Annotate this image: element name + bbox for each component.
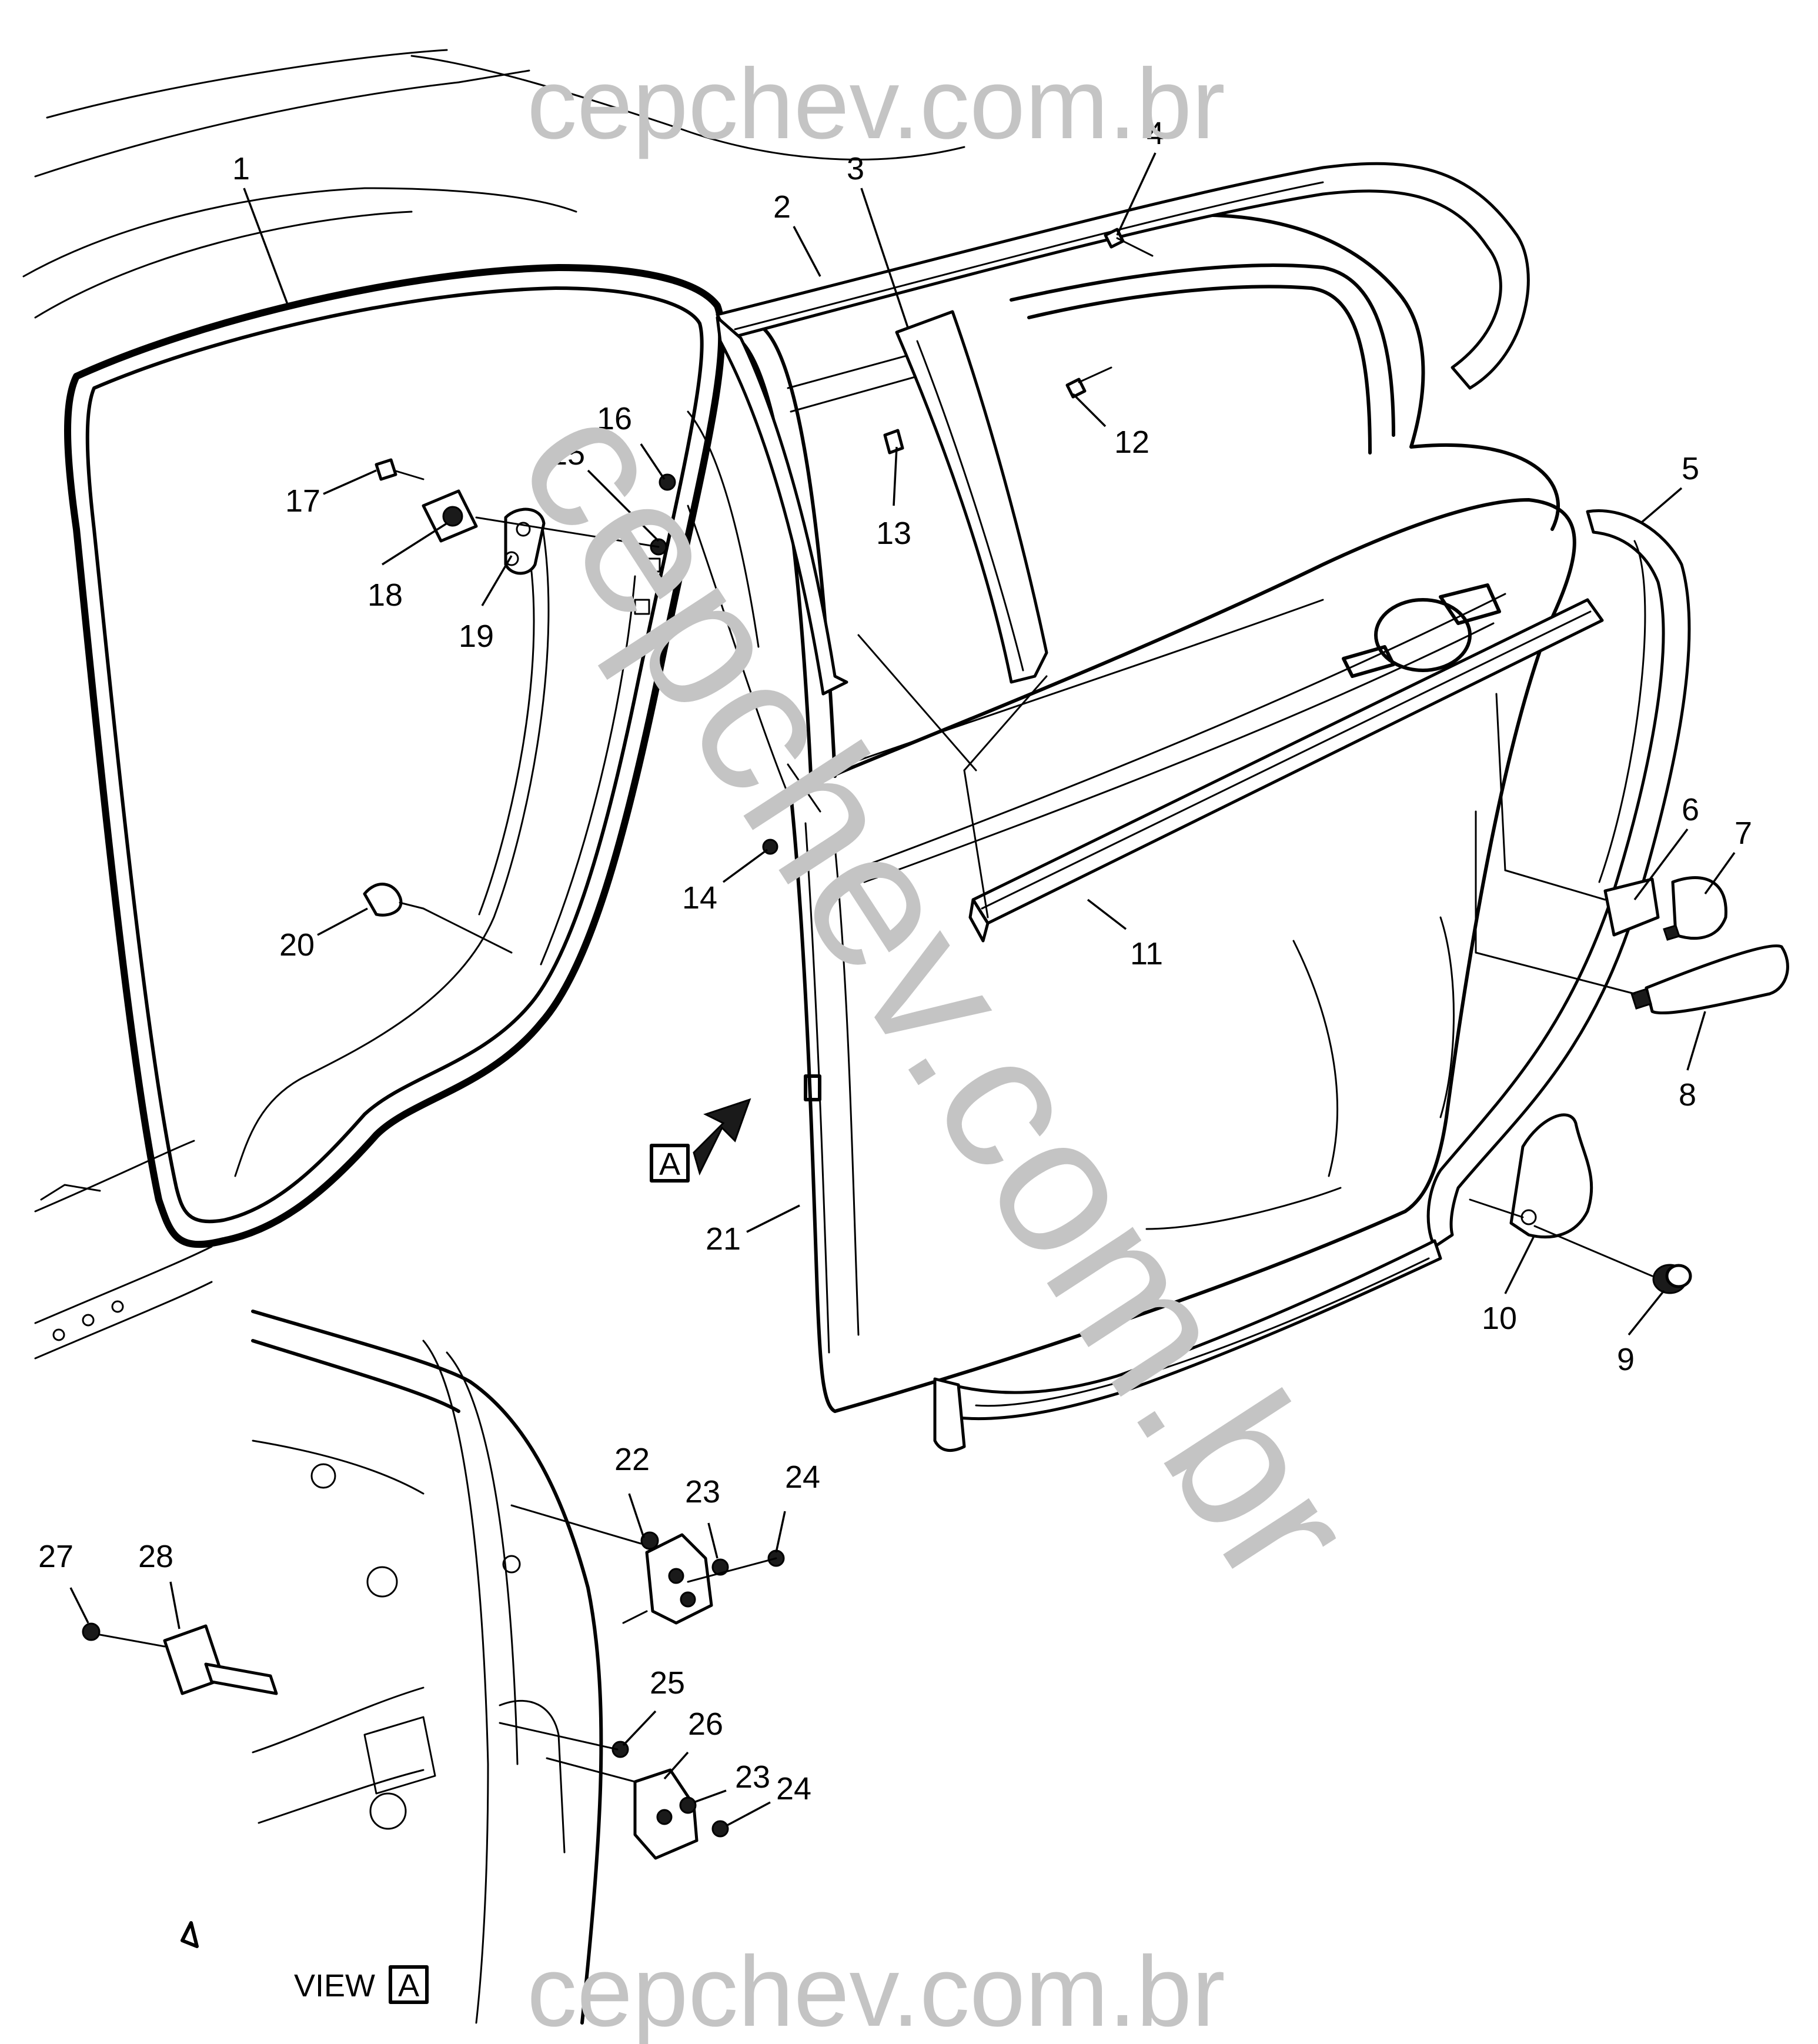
belt-reveal-molding bbox=[968, 598, 1604, 943]
door-opening-weatherstrip bbox=[64, 264, 726, 1248]
callout-14: 14 bbox=[682, 880, 717, 916]
callout-24-upper: 24 bbox=[785, 1459, 820, 1495]
callout-11: 11 bbox=[1130, 936, 1163, 971]
callout-labels: 1 2 3 4 5 6 7 8 9 10 11 12 13 14 15 16 1… bbox=[38, 116, 1752, 1806]
watermark-top: cepchev.com.br bbox=[527, 48, 1225, 160]
callout-13: 13 bbox=[876, 516, 911, 551]
callout-4: 4 bbox=[1147, 116, 1164, 151]
callout-2: 2 bbox=[773, 189, 791, 225]
callout-18: 18 bbox=[367, 577, 403, 613]
callout-24-lower: 24 bbox=[776, 1771, 811, 1806]
view-label-letter: A bbox=[398, 1968, 419, 2003]
callout-7: 7 bbox=[1735, 816, 1752, 851]
view-label-text: VIEW bbox=[294, 1968, 375, 2003]
fasteners bbox=[363, 228, 1154, 917]
callout-10: 10 bbox=[1482, 1301, 1517, 1336]
view-arrow-indicator: A bbox=[650, 1098, 751, 1183]
vehicle-body-outline bbox=[22, 49, 965, 1360]
view-a-hinge-detail bbox=[82, 1310, 785, 2025]
callout-12: 12 bbox=[1114, 425, 1149, 460]
callout-22: 22 bbox=[614, 1442, 650, 1477]
callout-3: 3 bbox=[847, 151, 864, 186]
window-applique bbox=[895, 310, 1048, 684]
callout-16: 16 bbox=[597, 401, 632, 436]
callout-6: 6 bbox=[1682, 792, 1699, 827]
callout-23-lower: 23 bbox=[735, 1759, 770, 1795]
callout-9: 9 bbox=[1617, 1342, 1635, 1377]
callout-20: 20 bbox=[279, 927, 315, 963]
callout-26: 26 bbox=[688, 1706, 723, 1742]
callout-23-upper: 23 bbox=[685, 1474, 720, 1509]
view-label-box bbox=[389, 1965, 429, 2004]
assembly-guide-lines bbox=[422, 516, 1653, 1277]
callout-21: 21 bbox=[706, 1221, 741, 1257]
callout-25: 25 bbox=[650, 1665, 685, 1701]
door-weatherstrip-seal bbox=[933, 509, 1691, 1452]
outside-handle-assembly bbox=[1603, 876, 1789, 1015]
window-frame-molding bbox=[716, 162, 1530, 696]
view-direction-arrow bbox=[693, 1098, 751, 1176]
view-a-label: VIEW A bbox=[294, 1965, 429, 2004]
view-indicator-letter: A bbox=[659, 1147, 680, 1182]
callout-1: 1 bbox=[232, 151, 250, 186]
callout-8: 8 bbox=[1679, 1077, 1696, 1113]
rear-bracket-and-fastener bbox=[1509, 1113, 1692, 1294]
callout-leaders bbox=[69, 152, 1736, 1827]
callout-5: 5 bbox=[1682, 451, 1699, 486]
view-indicator-box bbox=[650, 1144, 690, 1183]
callout-27: 27 bbox=[38, 1539, 73, 1574]
callout-28: 28 bbox=[138, 1539, 173, 1574]
callout-17: 17 bbox=[285, 483, 320, 519]
callout-19: 19 bbox=[459, 619, 494, 654]
callout-15: 15 bbox=[550, 436, 585, 472]
watermark-bottom: cepchev.com.br bbox=[527, 1936, 1225, 2044]
